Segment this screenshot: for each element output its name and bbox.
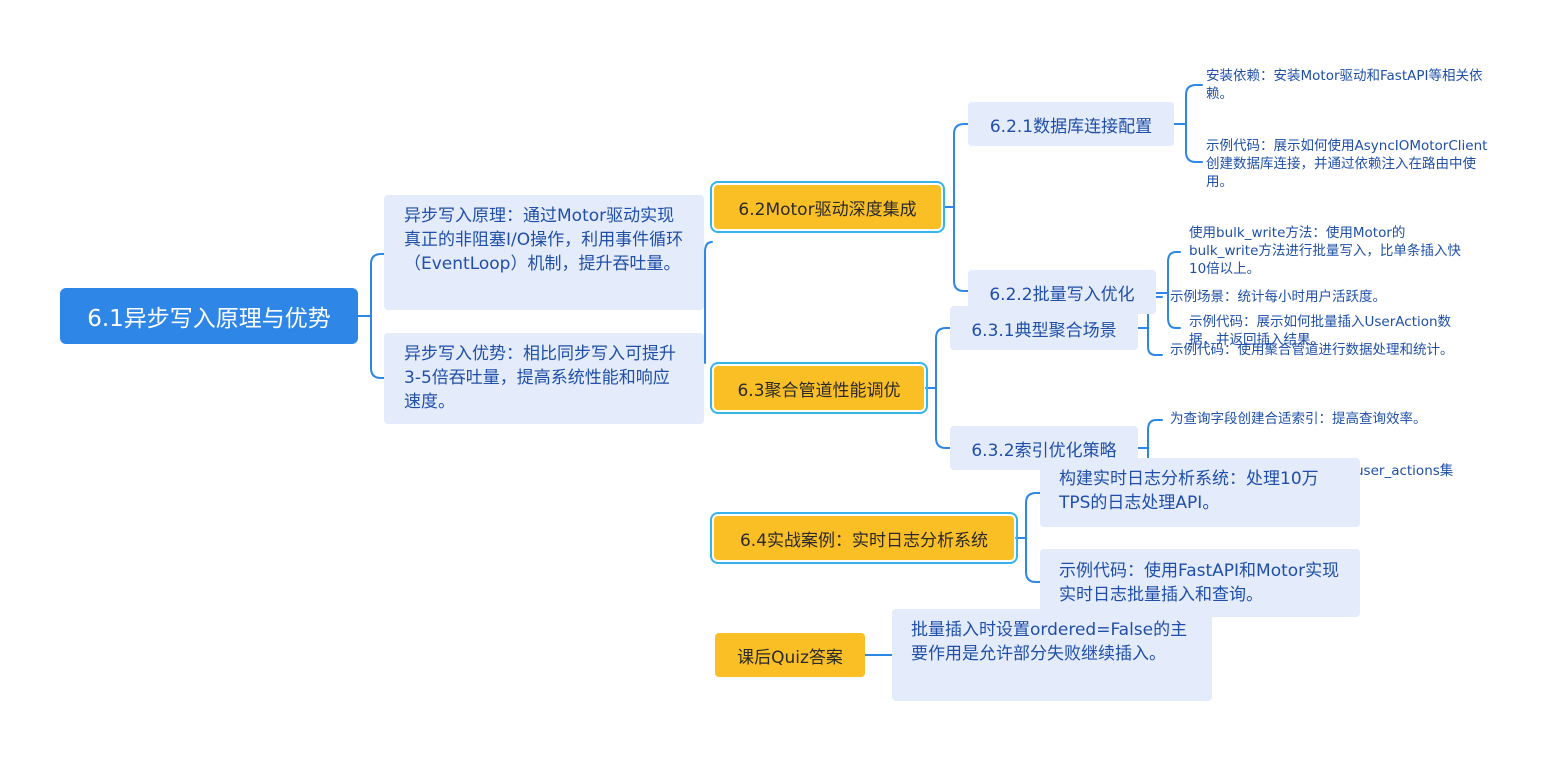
leaf-db-example-code-text: 示例代码：展示如何使用AsyncIOMotorClient创建数据库连接，并通过… [1206, 138, 1488, 190]
topic-case-example-code[interactable]: 示例代码：使用FastAPI和Motor实现实时日志批量插入和查询。 [1040, 549, 1360, 617]
edge-index [1137, 419, 1163, 459]
branch-motor[interactable]: 6.2Motor驱动深度集成 [710, 181, 945, 233]
edge-bulk-write [1155, 251, 1181, 329]
leaf-bulk-write-method[interactable]: 使用bulk_write方法：使用Motor的bulk_write方法进行批量写… [1189, 224, 1469, 278]
topic-db-config[interactable]: 6.2.1数据库连接配置 [968, 102, 1174, 146]
branch-quiz-label: 课后Quiz答案 [737, 647, 843, 668]
topic-async-advantage-text: 异步写入优势：相比同步写入可提升3-5倍吞吐量，提高系统性能和响应速度。 [404, 344, 676, 412]
topic-async-advantage[interactable]: 异步写入优势：相比同步写入可提升3-5倍吞吐量，提高系统性能和响应速度。 [384, 333, 704, 424]
branch-pipeline-label: 6.3聚合管道性能调优 [737, 380, 901, 401]
root-topic-label: 6.1异步写入原理与优势 [87, 306, 331, 332]
branch-quiz[interactable]: 课后Quiz答案 [715, 633, 865, 677]
leaf-example-scenario[interactable]: 示例场景：统计每小时用户活跃度。 [1170, 288, 1410, 306]
branch-case[interactable]: 6.4实战案例：实时日志分析系统 [710, 512, 1018, 564]
topic-quiz-answer[interactable]: 批量插入时设置ordered=False的主要作用是允许部分失败继续插入。 [892, 609, 1212, 701]
branch-case-label: 6.4实战案例：实时日志分析系统 [739, 530, 989, 551]
leaf-bulk-example-code[interactable]: 示例代码：展示如何批量插入UserAction数据，并返回插入结果。 [1189, 313, 1465, 349]
edge-scenario [1137, 296, 1163, 356]
topic-aggregation-scenario-label: 6.3.1典型聚合场景 [971, 320, 1117, 341]
topic-db-config-label: 6.2.1数据库连接配置 [989, 116, 1153, 137]
leaf-create-index-text: 为查询字段创建合适索引：提高查询效率。 [1170, 411, 1427, 427]
topic-case-example-code-text: 示例代码：使用FastAPI和Motor实现实时日志批量插入和查询。 [1059, 561, 1340, 605]
topic-async-principle[interactable]: 异步写入原理：通过Motor驱动实现真正的非阻塞I/O操作，利用事件循环（Eve… [384, 195, 704, 310]
leaf-user-actions-partial[interactable]: user_actions集 [1355, 462, 1465, 480]
edge-db-config [1173, 84, 1203, 163]
edge-pipeline [925, 327, 951, 449]
edge-root-trunk [357, 253, 385, 379]
leaf-install-deps[interactable]: 安装依赖：安装Motor驱动和FastAPI等相关依赖。 [1206, 67, 1488, 103]
edge-motor [944, 123, 969, 292]
topic-quiz-answer-text: 批量插入时设置ordered=False的主要作用是允许部分失败继续插入。 [911, 620, 1188, 664]
branch-motor-label: 6.2Motor驱动深度集成 [738, 199, 917, 220]
leaf-db-example-code[interactable]: 示例代码：展示如何使用AsyncIOMotorClient创建数据库连接，并通过… [1206, 137, 1488, 191]
topic-aggregation-scenario[interactable]: 6.3.1典型聚合场景 [950, 306, 1138, 350]
leaf-pipeline-example-code-text: 示例代码：使用聚合管道进行数据处理和统计。 [1170, 342, 1454, 358]
leaf-example-scenario-text: 示例场景：统计每小时用户活跃度。 [1170, 289, 1386, 305]
root-topic[interactable]: 6.1异步写入原理与优势 [60, 288, 358, 344]
leaf-bulk-example-code-text: 示例代码：展示如何批量插入UserAction数据，并返回插入结果。 [1189, 314, 1452, 348]
topic-build-log-system[interactable]: 构建实时日志分析系统：处理10万TPS的日志处理API。 [1040, 458, 1360, 527]
leaf-install-deps-text: 安装依赖：安装Motor驱动和FastAPI等相关依赖。 [1206, 68, 1483, 102]
topic-async-principle-text: 异步写入原理：通过Motor驱动实现真正的非阻塞I/O操作，利用事件循环（Eve… [404, 206, 684, 274]
edge-case [1015, 492, 1041, 583]
leaf-pipeline-example-code[interactable]: 示例代码：使用聚合管道进行数据处理和统计。 [1170, 341, 1460, 359]
topic-bulk-write-label: 6.2.2批量写入优化 [989, 284, 1135, 305]
topic-build-log-system-text: 构建实时日志分析系统：处理10万TPS的日志处理API。 [1059, 469, 1319, 513]
topic-index-strategy-label: 6.3.2索引优化策略 [971, 440, 1117, 461]
leaf-bulk-write-method-text: 使用bulk_write方法：使用Motor的bulk_write方法进行批量写… [1189, 225, 1461, 277]
edge-main-trunk [704, 241, 713, 364]
leaf-create-index[interactable]: 为查询字段创建合适索引：提高查询效率。 [1170, 410, 1460, 428]
branch-pipeline[interactable]: 6.3聚合管道性能调优 [710, 362, 928, 414]
leaf-user-actions-partial-text: user_actions集 [1355, 463, 1454, 479]
